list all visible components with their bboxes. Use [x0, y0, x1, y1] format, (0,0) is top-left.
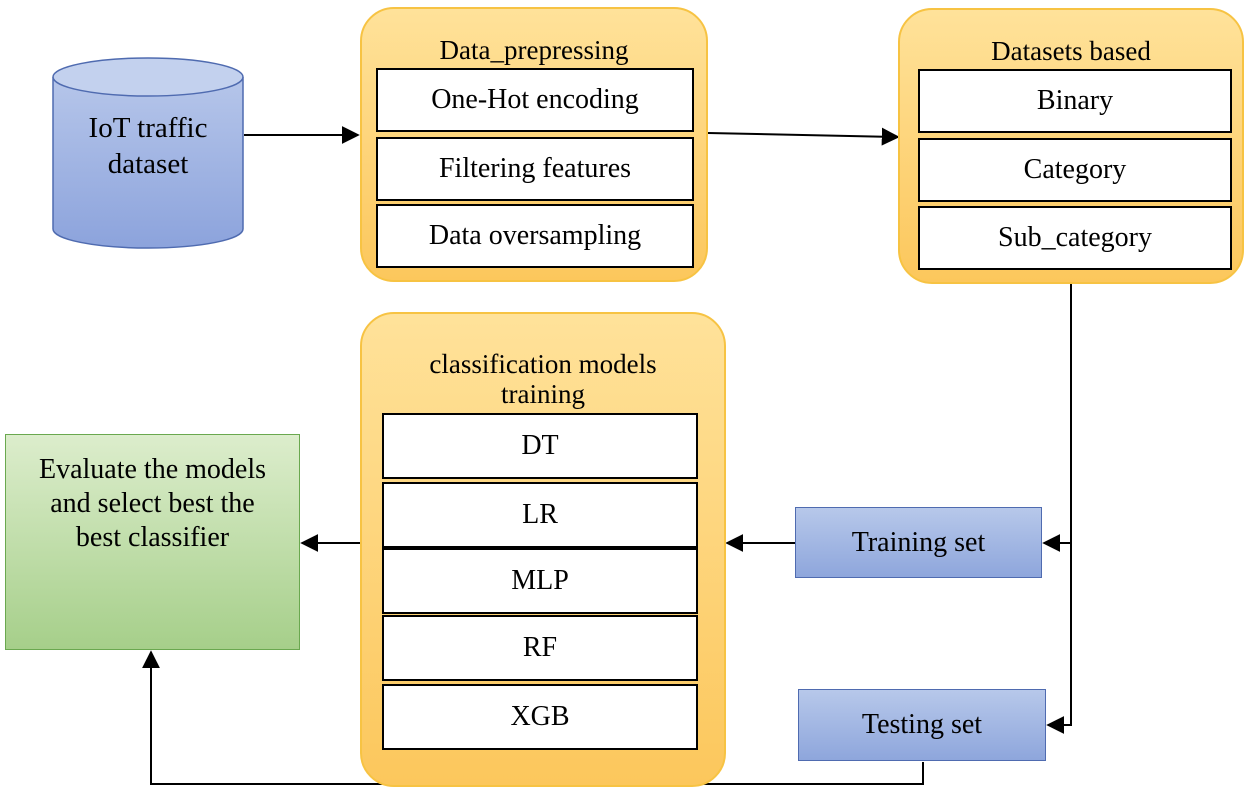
- source-node-label: IoT traffic dataset: [88, 112, 208, 180]
- model-item: RF: [382, 615, 698, 681]
- preprocessing-item: Filtering features: [376, 137, 694, 201]
- model-item: LR: [382, 482, 698, 548]
- dataset-item: Sub_category: [918, 206, 1232, 270]
- training-title: classification models training: [429, 349, 657, 409]
- testing-set-box: Testing set: [798, 689, 1046, 761]
- arrow-datasets-to-testing-set: [1046, 543, 1072, 734]
- training-set-box: Training set: [795, 507, 1042, 578]
- training-group: classification models training DT LR MLP…: [360, 312, 726, 787]
- dataset-item: Category: [918, 138, 1232, 202]
- evaluate-box: Evaluate the models and select best the …: [5, 434, 300, 650]
- preprocessing-item: Data oversampling: [376, 204, 694, 268]
- model-item: XGB: [382, 684, 698, 750]
- model-item: MLP: [382, 548, 698, 614]
- preprocessing-group: Data_prepressing One-Hot encoding Filter…: [360, 7, 708, 282]
- preprocessing-title: Data_prepressing: [439, 35, 629, 65]
- arrow-datasets-to-training-set: [1042, 284, 1072, 552]
- datasets-group: Datasets based Binary Category Sub_categ…: [898, 8, 1244, 284]
- datasets-title: Datasets based: [991, 36, 1151, 66]
- arrow-preprocessing-to-datasets: [707, 127, 900, 146]
- model-item: DT: [382, 413, 698, 479]
- preprocessing-item: One-Hot encoding: [376, 68, 694, 132]
- dataset-item: Binary: [918, 69, 1232, 133]
- database-cylinder-icon: [52, 57, 244, 249]
